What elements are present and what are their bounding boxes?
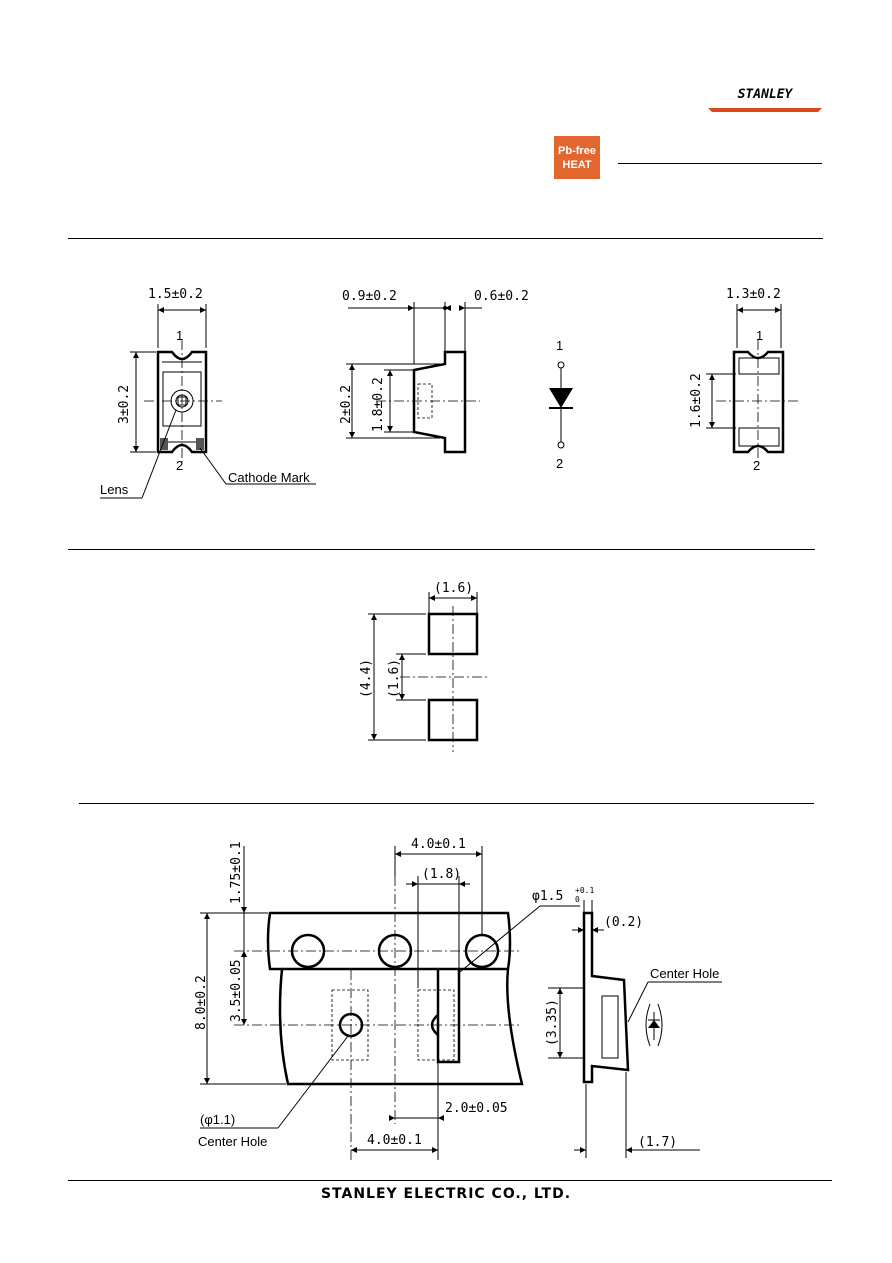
- pb-free-heat-badge: Pb-free HEAT: [554, 136, 600, 179]
- dim-bottom-gap: 1.6±0.2: [689, 373, 704, 428]
- side-view: 0.9±0.2 0.6±0.2 2±0.2 1.8±0.2: [339, 289, 529, 454]
- pin-2-label: 2: [176, 458, 183, 473]
- badge-line-1: Pb-free: [558, 144, 596, 157]
- schematic-pin-1: 1: [556, 338, 563, 353]
- bottom-pin-2-label: 2: [753, 458, 760, 473]
- schematic-pin-2: 2: [556, 456, 563, 471]
- bottom-pin-1-label: 1: [756, 328, 763, 343]
- dim-edge: 1.75±0.1: [229, 841, 244, 904]
- section-rule-1: [68, 238, 823, 239]
- dim-tape-width: 8.0±0.2: [194, 975, 209, 1030]
- dim-pad-width: (1.6): [434, 581, 473, 596]
- dim-hole-tol-minus: 0: [575, 895, 580, 904]
- stanley-logo: STANLEY: [708, 87, 822, 112]
- header-short-rule: [618, 163, 822, 164]
- dim-top-width: 1.5±0.2: [148, 287, 203, 302]
- dim-side-left: 0.9±0.2: [342, 289, 397, 304]
- dim-pitch-bottom: 4.0±0.1: [367, 1133, 422, 1148]
- dim-side-inner: 1.8±0.2: [371, 377, 386, 432]
- cathode-mark-label: Cathode Mark: [228, 470, 310, 485]
- top-view: 1.5±0.2 1 3±0.2 2 Lens Cathode Mark: [100, 287, 316, 499]
- section-rule-3: [79, 803, 814, 804]
- section-rule-2: [68, 549, 815, 550]
- dim-pitch-top: 4.0±0.1: [411, 837, 466, 852]
- center-hole-side-label: Center Hole: [650, 966, 719, 981]
- dim-thickness: (0.2): [604, 915, 643, 930]
- dim-gap: (1.6): [387, 659, 402, 698]
- dim-depth: (3.35): [545, 999, 560, 1046]
- lens-label: Lens: [100, 482, 129, 497]
- dim-length: 3±0.2: [117, 385, 132, 424]
- footer-company-name: STANLEY ELECTRIC CO., LTD.: [320, 1186, 572, 1202]
- pin-1-label: 1: [176, 328, 183, 343]
- land-pattern: (1.6) (4.4) (1.6): [359, 581, 490, 752]
- dim-hole-dia: φ1.5: [532, 889, 563, 904]
- dim-pitch-y: 3.5±0.05: [229, 959, 244, 1022]
- bottom-view: 1.3±0.2 1 1.6±0.2 2: [689, 287, 800, 473]
- badge-line-2: HEAT: [562, 158, 592, 171]
- footer-rule: [68, 1180, 832, 1181]
- svg-text:STANLEY: STANLEY: [738, 87, 794, 102]
- dim-center-hole-dia: (φ1.1): [200, 1112, 235, 1127]
- dim-side-right: 0.6±0.2: [474, 289, 529, 304]
- tape-diagram: 4.0±0.1 (1.8) φ1.5 +0.1 0 8.0±0.2 1.75±0…: [194, 837, 722, 1160]
- dim-side-height: 2±0.2: [339, 385, 354, 424]
- dim-total: (4.4): [359, 659, 374, 698]
- dim-pitch-small: 2.0±0.05: [445, 1101, 508, 1116]
- dim-bottom-width: 1.3±0.2: [726, 287, 781, 302]
- dim-18: (1.8): [422, 867, 461, 882]
- dim-pocket-width: (1.7): [638, 1135, 677, 1150]
- center-hole-bottom-label: Center Hole: [198, 1134, 267, 1149]
- dim-hole-tol-plus: +0.1: [575, 886, 594, 895]
- feed-direction-icon: [645, 1003, 663, 1047]
- diode-schematic: 1 2: [549, 338, 573, 471]
